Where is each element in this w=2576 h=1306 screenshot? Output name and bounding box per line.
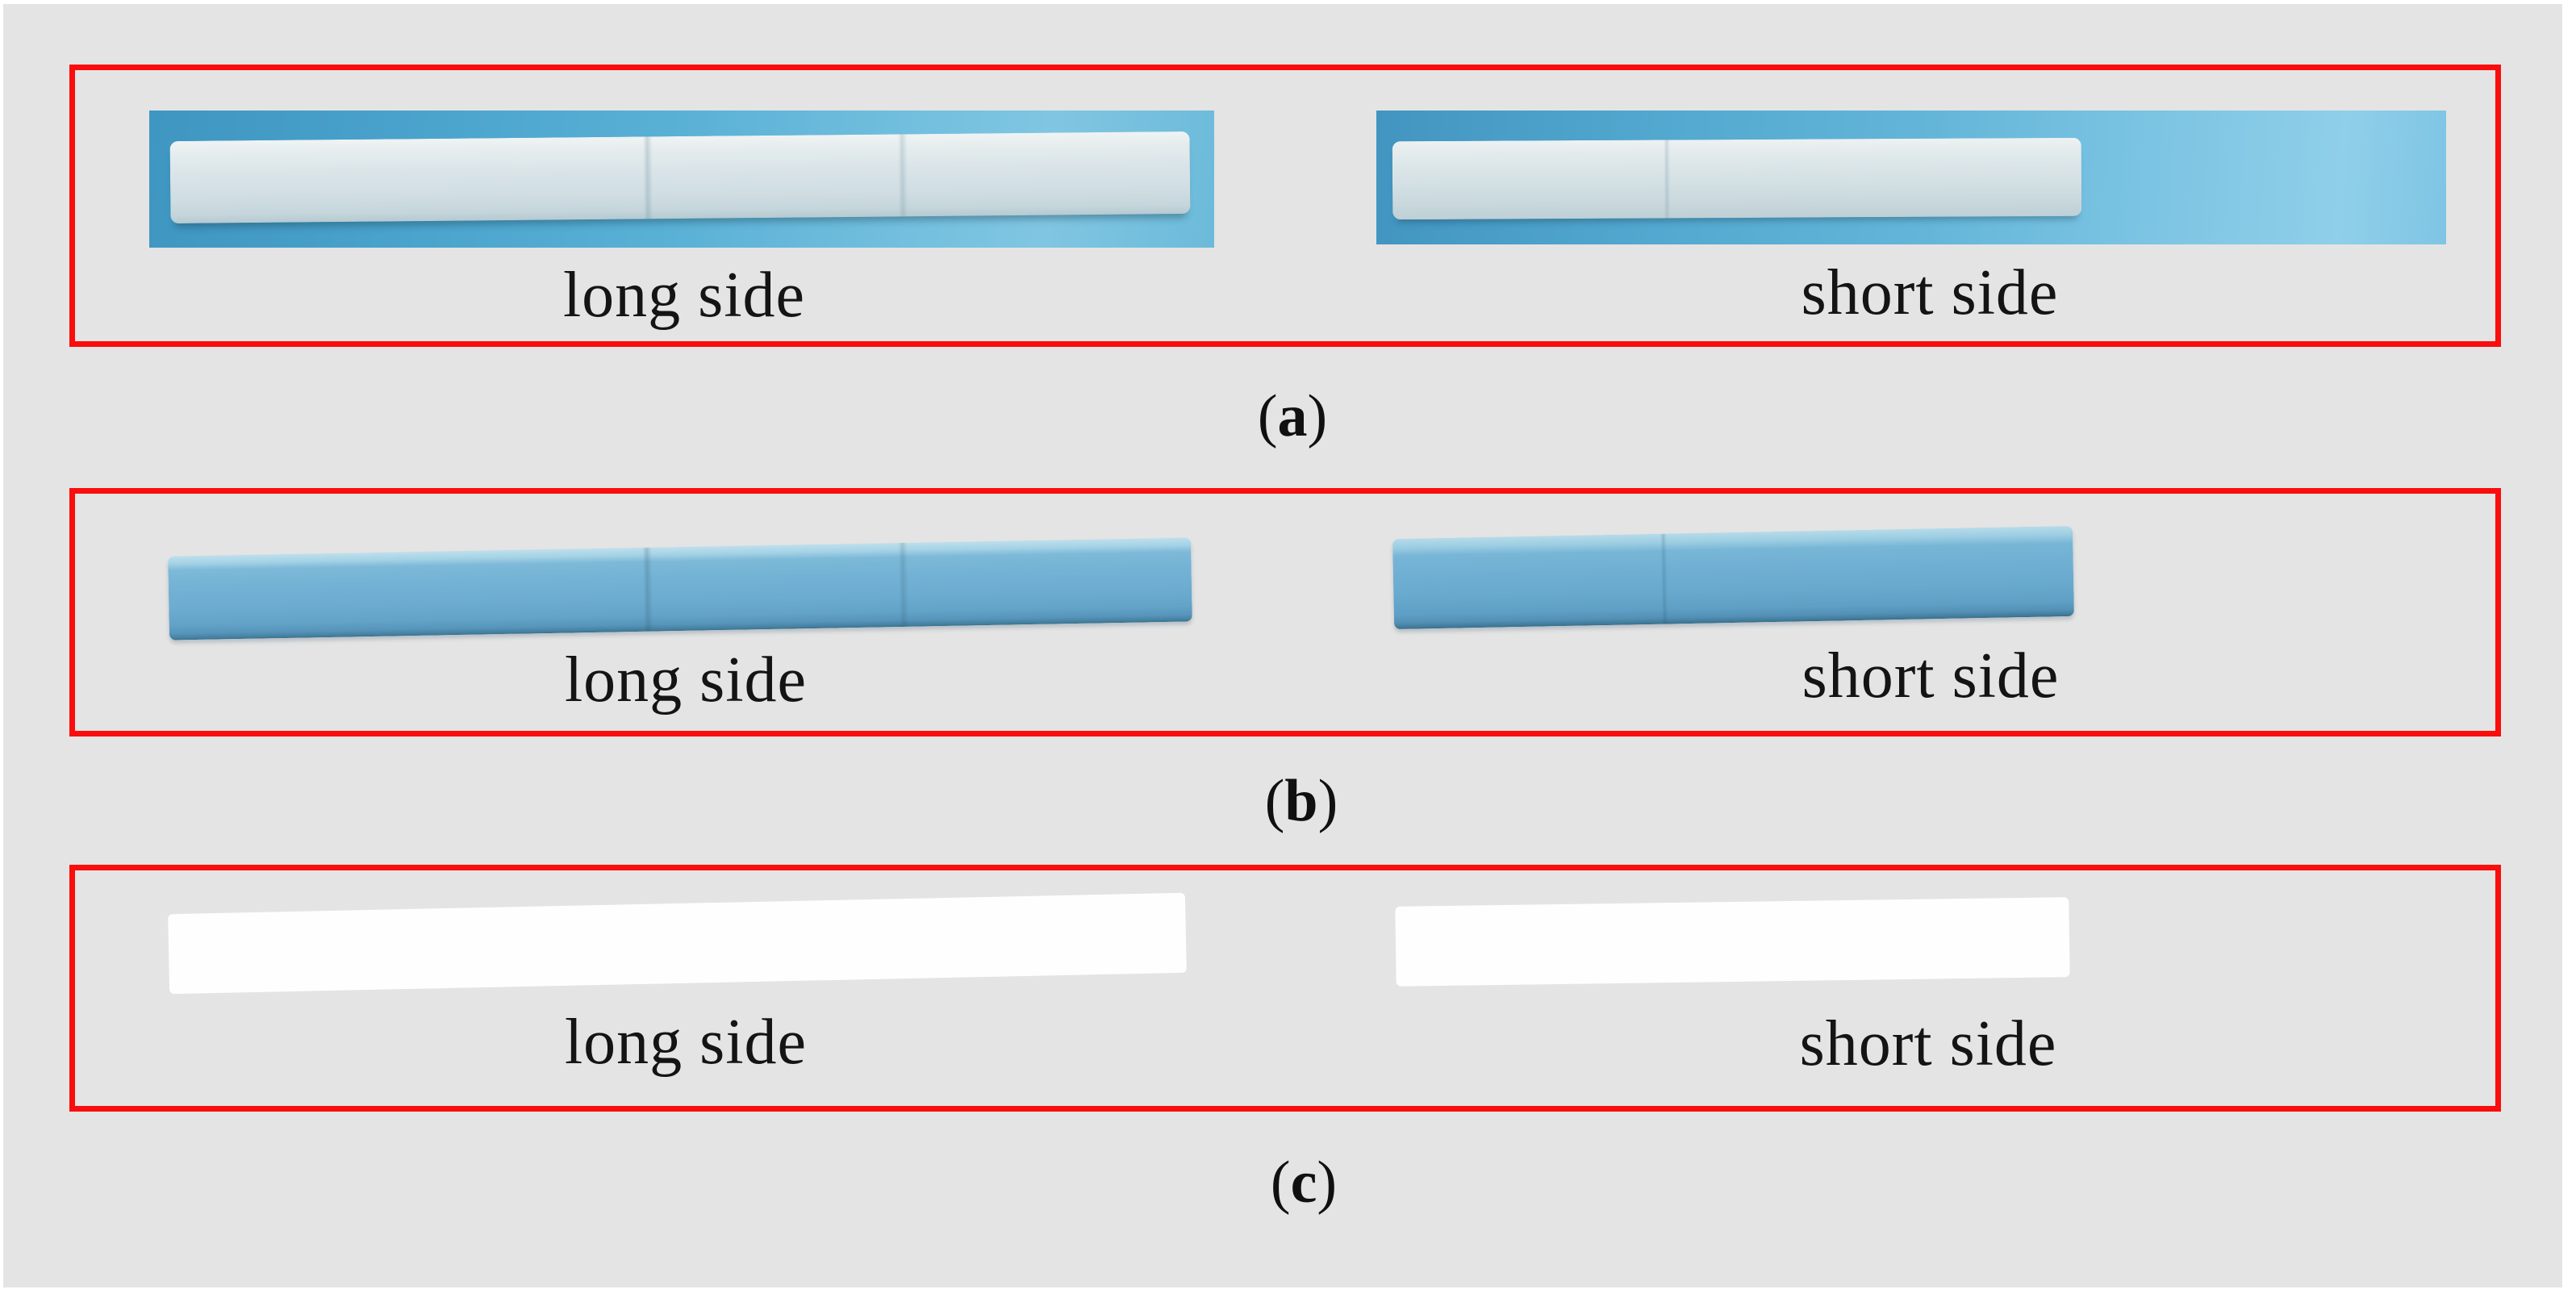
photo-a-short-side xyxy=(1376,111,2446,244)
marker-a-letter: a xyxy=(1277,383,1308,449)
panel-a-outline xyxy=(69,65,2501,347)
specimen-b-short-side xyxy=(1392,525,2074,630)
marker-c-paren-close: ) xyxy=(1317,1150,1338,1216)
specimen-a-short-side xyxy=(1392,137,2082,220)
caption-a-short-side: short side xyxy=(1801,257,2059,328)
marker-a-paren-close: ) xyxy=(1307,383,1328,449)
marker-b-paren-close: ) xyxy=(1317,768,1338,834)
caption-c-long-side: long side xyxy=(564,1007,808,1078)
panel-marker-c: (c) xyxy=(1271,1153,1337,1212)
specimen-a-long-side xyxy=(169,131,1191,224)
marker-b-letter: b xyxy=(1284,768,1318,834)
photo-a-long-side xyxy=(149,111,1214,248)
caption-c-short-side: short side xyxy=(1799,1008,2057,1079)
caption-b-short-side: short side xyxy=(1802,640,2060,711)
specimen-c-short-side xyxy=(1395,897,2070,987)
panel-marker-a: (a) xyxy=(1258,386,1327,446)
caption-a-long-side: long side xyxy=(562,260,806,331)
panel-c-outline xyxy=(69,865,2501,1112)
marker-a-paren-open: ( xyxy=(1257,383,1278,449)
panel-marker-b: (b) xyxy=(1265,771,1338,831)
marker-c-letter: c xyxy=(1290,1150,1317,1216)
caption-b-long-side: long side xyxy=(564,645,808,716)
marker-c-paren-open: ( xyxy=(1270,1150,1291,1216)
panel-b-outline xyxy=(69,488,2501,736)
marker-b-paren-open: ( xyxy=(1264,768,1285,834)
